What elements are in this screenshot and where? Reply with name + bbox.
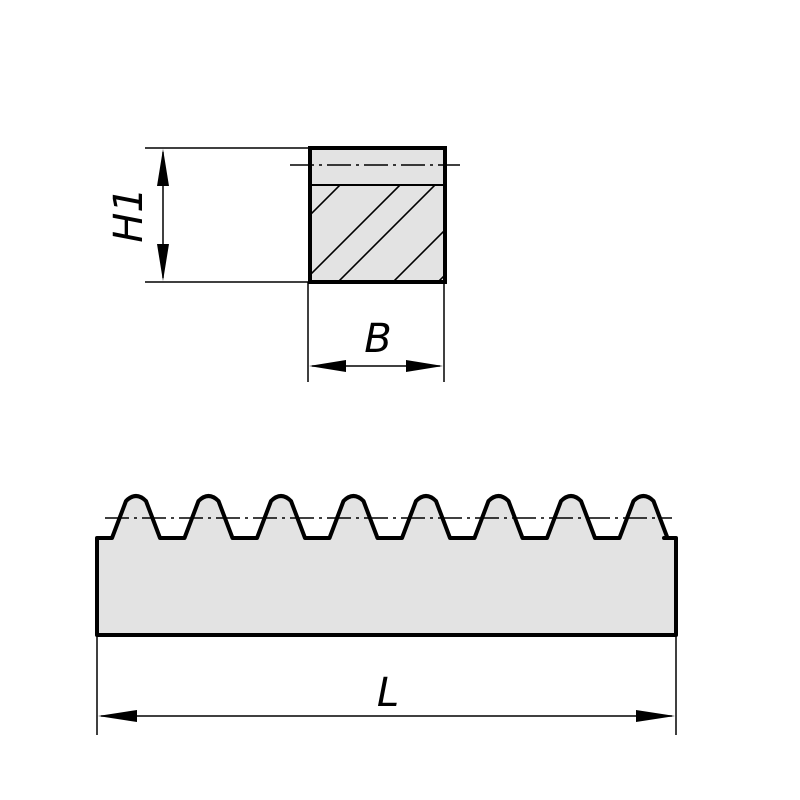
- height-label: H1: [106, 187, 152, 243]
- cross-section-view: [290, 146, 460, 284]
- rack-outline: [95, 494, 678, 637]
- arrowhead-up: [157, 149, 169, 186]
- length-dimension: [96, 636, 677, 735]
- cross-section-top-band: [310, 148, 445, 185]
- length-label: L: [377, 670, 399, 716]
- cross-section-outline: [308, 146, 447, 284]
- arrowhead-left: [98, 710, 137, 722]
- height-dimension: [145, 147, 310, 283]
- arrowhead-right: [406, 360, 443, 372]
- hatch-lines: [310, 185, 445, 282]
- arrowhead-down: [157, 244, 169, 281]
- arrowhead-right: [636, 710, 675, 722]
- width-dimension: [307, 282, 445, 382]
- cross-section-hatched-area: [310, 185, 445, 282]
- arrowhead-left: [309, 360, 346, 372]
- width-label: B: [364, 316, 391, 362]
- rack-side-view: [95, 494, 678, 637]
